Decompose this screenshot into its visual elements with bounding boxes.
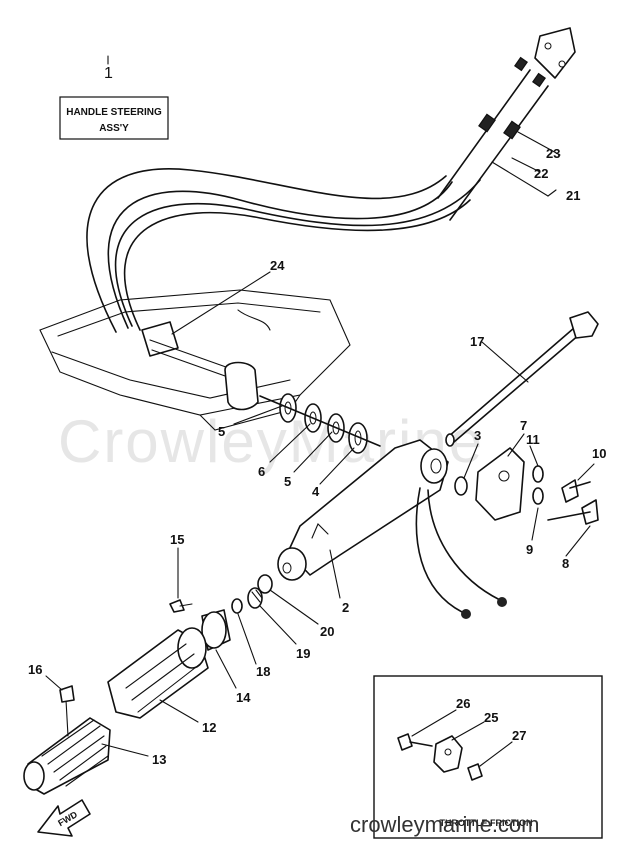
inset-throttle-friction: THROTTLE FRICTION [373, 675, 603, 839]
callout-2: 2 [342, 600, 349, 615]
callout-labels: 2 3 4 5 5 6 7 8 9 10 11 12 13 14 15 16 1… [28, 146, 606, 767]
assembly-header: 1 HANDLE STEERING ASS'Y [59, 55, 169, 140]
throttle-grip [107, 627, 209, 719]
small-parts [169, 574, 273, 614]
callout-21: 21 [566, 188, 580, 203]
steering-handle-body [277, 439, 507, 619]
callout-7: 7 [520, 418, 527, 433]
assembly-title: HANDLE STEERING [66, 107, 162, 118]
callout-3: 3 [474, 428, 481, 443]
callout-20: 20 [320, 624, 334, 639]
callout-9: 9 [526, 542, 533, 557]
callout-18: 18 [256, 664, 270, 679]
cable-assembly-21 [437, 27, 576, 221]
callout-10: 10 [592, 446, 606, 461]
assembly-index: 1 [104, 65, 113, 82]
callout-5a: 5 [218, 424, 225, 439]
callout-23: 23 [546, 146, 560, 161]
callout-25: 25 [484, 710, 498, 725]
control-cables [86, 168, 481, 333]
callout-19: 19 [296, 646, 310, 661]
callout-6: 6 [258, 464, 265, 479]
callout-15: 15 [170, 532, 184, 547]
callout-5b: 5 [284, 474, 291, 489]
handle-grip [23, 685, 111, 795]
callout-11: 11 [526, 432, 540, 447]
inset-caption: THROTTLE FRICTION [440, 818, 533, 828]
callout-26: 26 [456, 696, 470, 711]
callout-16: 16 [28, 662, 42, 677]
callout-24: 24 [270, 258, 285, 273]
forward-arrow: FWD [37, 799, 91, 837]
callout-14: 14 [236, 690, 251, 705]
leader-lines [45, 271, 595, 767]
callout-27: 27 [512, 728, 526, 743]
friction-plate-group [454, 447, 599, 525]
callout-12: 12 [202, 720, 216, 735]
callout-17: 17 [470, 334, 484, 349]
callout-13: 13 [152, 752, 166, 767]
washer-stack [259, 393, 381, 454]
assembly-subtitle: ASS'Y [99, 123, 129, 134]
callout-8: 8 [562, 556, 569, 571]
throttle-shaft [445, 311, 599, 447]
callout-4: 4 [312, 484, 320, 499]
mounting-bracket [39, 289, 351, 431]
collar-ring [201, 609, 231, 651]
callout-22: 22 [534, 166, 548, 181]
site-url: crowleymarine.com [350, 812, 540, 837]
